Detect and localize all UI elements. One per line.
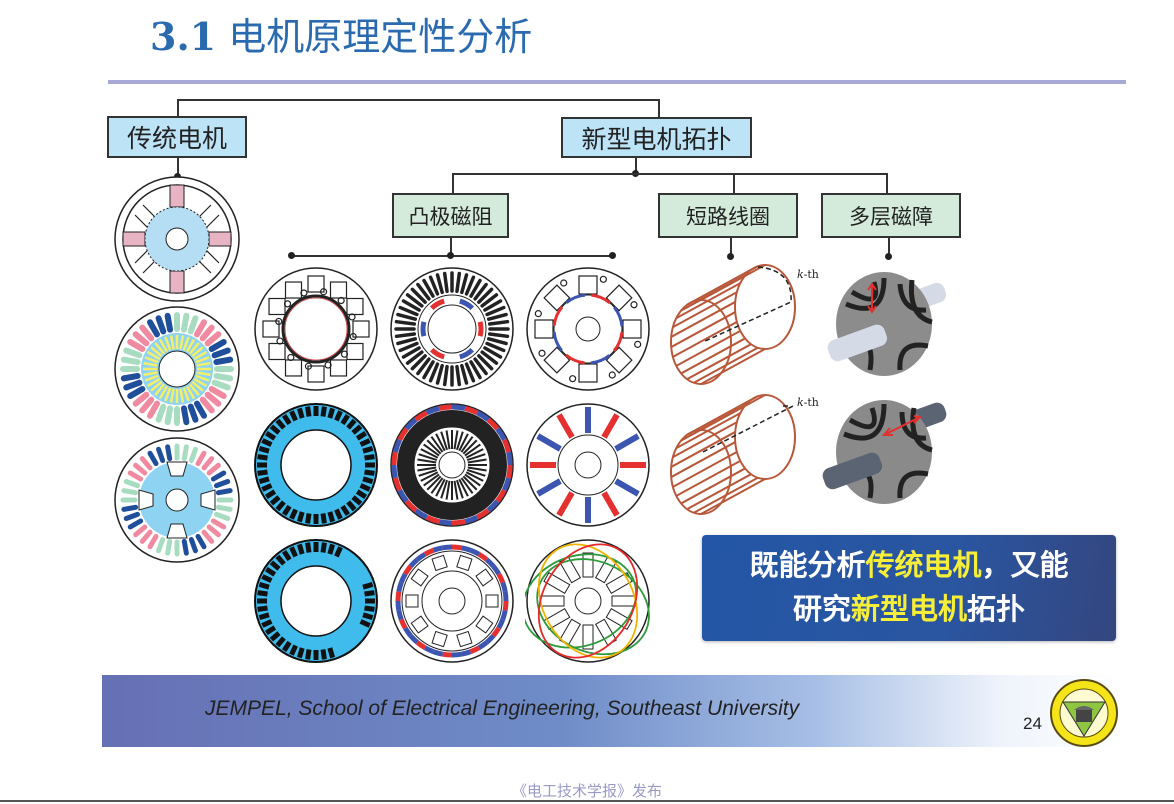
salient-motor-image-7 — [254, 539, 378, 663]
title-text: 电机原理定性分析 — [228, 15, 533, 59]
connector-dot — [609, 252, 616, 259]
traditional-connector — [177, 158, 179, 176]
callout-text: 拓扑 — [967, 592, 1026, 626]
coil-image-1 — [670, 264, 796, 385]
title-number: 3.1 — [150, 14, 217, 59]
novel-topology-box: 新型电机拓扑 — [561, 117, 752, 158]
salient-motor-image-8 — [390, 539, 514, 663]
callout-line-2: 研究新型电机拓扑 — [702, 587, 1116, 631]
category-drop-3 — [886, 173, 888, 195]
slide-title: 3.1 电机原理定性分析 — [150, 6, 532, 61]
coil-annotation-1: k-th — [797, 268, 819, 281]
callout-text: ，又能 — [981, 548, 1069, 582]
category-label: 短路线圈 — [686, 204, 770, 229]
connector-dot — [288, 252, 295, 259]
traditional-motor-image-2 — [114, 306, 240, 432]
connector-right-drop — [658, 99, 660, 119]
title-divider — [108, 80, 1126, 84]
category-drop-1 — [452, 173, 454, 195]
salient-motor-image-6 — [526, 403, 650, 527]
salient-motor-image-3 — [526, 267, 650, 391]
coil-annotation-2: k-th — [797, 396, 819, 409]
callout-line-1: 既能分析传统电机，又能 — [702, 543, 1116, 587]
salient-motor-image-5 — [390, 403, 514, 527]
category-box-short-circuit-coil: 短路线圈 — [658, 193, 798, 238]
top-connector — [177, 99, 660, 101]
novel-connector — [635, 158, 637, 174]
traditional-motor-box: 传统电机 — [107, 116, 247, 158]
callout-text: 研究 — [792, 592, 851, 626]
publisher-note: 《电工技术学报》发布 — [511, 782, 662, 800]
novel-topology-label: 新型电机拓扑 — [581, 124, 732, 154]
footer-affiliation: JEMPEL, School of Electrical Engineering… — [205, 697, 800, 720]
coil-image-2 — [670, 394, 796, 515]
traditional-motor-image-1 — [114, 176, 240, 302]
category-label: 凸极磁阻 — [408, 204, 493, 229]
footer-banner — [102, 675, 1122, 747]
category-drop-2 — [733, 173, 735, 195]
university-emblem-icon — [1050, 679, 1118, 747]
coil-connector — [730, 238, 732, 256]
barrier-rotor-image-2 — [822, 400, 947, 504]
callout-text: 既能分析 — [749, 548, 866, 582]
salient-motor-image-2 — [390, 267, 514, 391]
category-box-multilayer-barrier: 多层磁障 — [821, 193, 961, 238]
category-connector — [452, 173, 735, 175]
connector-dot — [885, 253, 892, 260]
salient-motor-image-1 — [254, 267, 378, 391]
barrier-connector — [888, 238, 890, 256]
connector-left-drop — [177, 99, 179, 117]
callout-highlight: 新型电机 — [850, 592, 967, 626]
category-box-salient-reluctance: 凸极磁阻 — [392, 193, 509, 238]
traditional-motor-label: 传统电机 — [126, 124, 227, 153]
traditional-motor-image-3 — [114, 437, 240, 563]
connector-dot — [727, 253, 734, 260]
bottom-divider — [0, 800, 1174, 802]
category-label: 多层磁障 — [849, 204, 933, 229]
salient-motor-image-9 — [525, 539, 650, 663]
barrier-rotor-image-1 — [827, 272, 947, 376]
callout-highlight: 传统电机 — [865, 548, 982, 582]
summary-callout: 既能分析传统电机，又能 研究新型电机拓扑 — [702, 535, 1116, 641]
salient-motor-image-4 — [254, 403, 378, 527]
page-number: 24 — [1023, 714, 1042, 733]
category-connector-ext — [733, 173, 888, 175]
connector-dot — [447, 252, 454, 259]
salient-connector — [450, 238, 452, 256]
